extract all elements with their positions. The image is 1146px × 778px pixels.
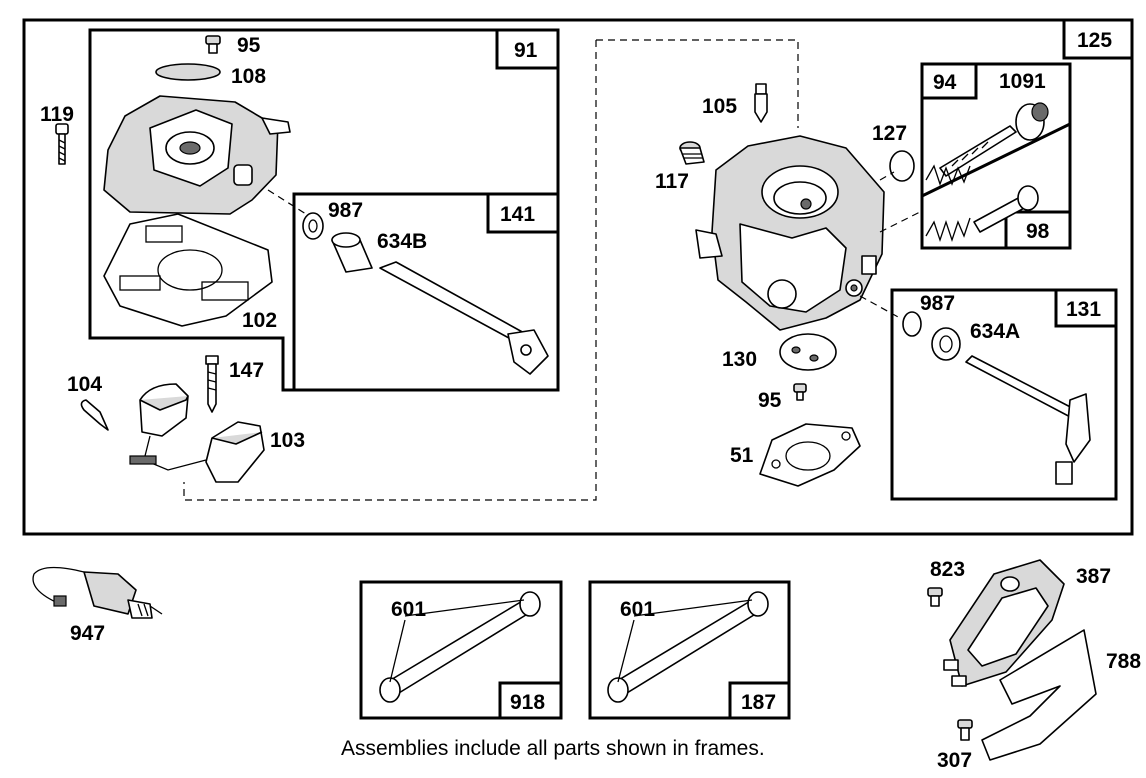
label-119: 119 <box>40 103 74 126</box>
choke-shaft-131 <box>965 355 1091 485</box>
label-51: 51 <box>730 444 754 467</box>
needle-105 <box>754 83 768 123</box>
fuel-line-918 <box>379 591 541 703</box>
washer-987-b <box>902 311 922 337</box>
label-103: 103 <box>270 429 305 452</box>
label-127: 127 <box>872 122 907 145</box>
assemblies-caption: Assemblies include all parts shown in fr… <box>341 737 765 760</box>
fuel-line-187 <box>607 591 769 703</box>
pin-147 <box>205 355 219 413</box>
screw-823 <box>927 587 943 607</box>
cap-117 <box>679 141 705 165</box>
label-634a: 634A <box>970 320 1020 343</box>
choke-plate-130 <box>779 333 837 371</box>
screw-95-top <box>205 35 221 54</box>
label-102: 102 <box>242 309 277 332</box>
dashed-subassembly-line <box>183 39 799 501</box>
label-987-b: 987 <box>920 292 955 315</box>
frame-918 <box>359 580 563 720</box>
label-95-bottom: 95 <box>758 389 782 412</box>
label-947: 947 <box>70 622 105 645</box>
frame-187-number: 187 <box>741 691 776 714</box>
frame-918-number: 918 <box>510 691 545 714</box>
screw-307 <box>957 719 973 741</box>
carburetor-upper-body <box>103 95 291 215</box>
label-147: 147 <box>229 359 264 382</box>
spring-94 <box>925 164 971 186</box>
label-387: 387 <box>1076 565 1111 588</box>
frame-125 <box>22 18 1134 536</box>
label-987-a: 987 <box>328 199 363 222</box>
screw-95-bottom <box>793 383 807 401</box>
frame-187 <box>588 580 791 720</box>
label-634b: 634B <box>377 230 427 253</box>
frame-131-number: 131 <box>1066 298 1101 321</box>
fuel-solenoid-947 <box>32 566 163 619</box>
label-601-b: 601 <box>620 598 655 621</box>
label-130: 130 <box>722 348 757 371</box>
bracket-788 <box>981 629 1097 761</box>
mixture-needle-1091 <box>939 102 1049 177</box>
throttle-shaft-141 <box>379 261 549 375</box>
frame-125-number: 125 <box>1077 29 1112 52</box>
plate-108 <box>155 63 221 81</box>
frame-94-number: 94 <box>933 71 957 94</box>
label-117: 117 <box>655 170 689 193</box>
idle-screw-98 <box>925 185 1039 243</box>
label-105: 105 <box>702 95 737 118</box>
label-307: 307 <box>937 749 972 772</box>
label-788: 788 <box>1106 650 1141 673</box>
label-1091: 1091 <box>999 70 1046 93</box>
label-601-a: 601 <box>391 598 426 621</box>
gasket-51 <box>759 423 861 487</box>
label-823: 823 <box>930 558 965 581</box>
label-95-top: 95 <box>237 34 261 57</box>
frame-131 <box>890 288 1118 501</box>
carburetor-main-body <box>695 135 885 331</box>
screw-119 <box>55 123 69 165</box>
float-103 <box>129 383 265 483</box>
plug-127 <box>889 150 915 182</box>
washer-987-a <box>302 212 324 240</box>
bushing-634a <box>931 327 961 361</box>
label-108: 108 <box>231 65 266 88</box>
gasket-102 <box>103 213 273 327</box>
clip-104 <box>80 399 109 431</box>
frame-98-number: 98 <box>1026 220 1050 243</box>
bushing-634b <box>331 232 373 273</box>
frame-141-number: 141 <box>500 203 535 226</box>
label-104: 104 <box>67 373 102 396</box>
frame-141 <box>292 192 560 392</box>
fuel-pump-387 <box>943 559 1065 687</box>
frame-91-number: 91 <box>514 39 538 62</box>
